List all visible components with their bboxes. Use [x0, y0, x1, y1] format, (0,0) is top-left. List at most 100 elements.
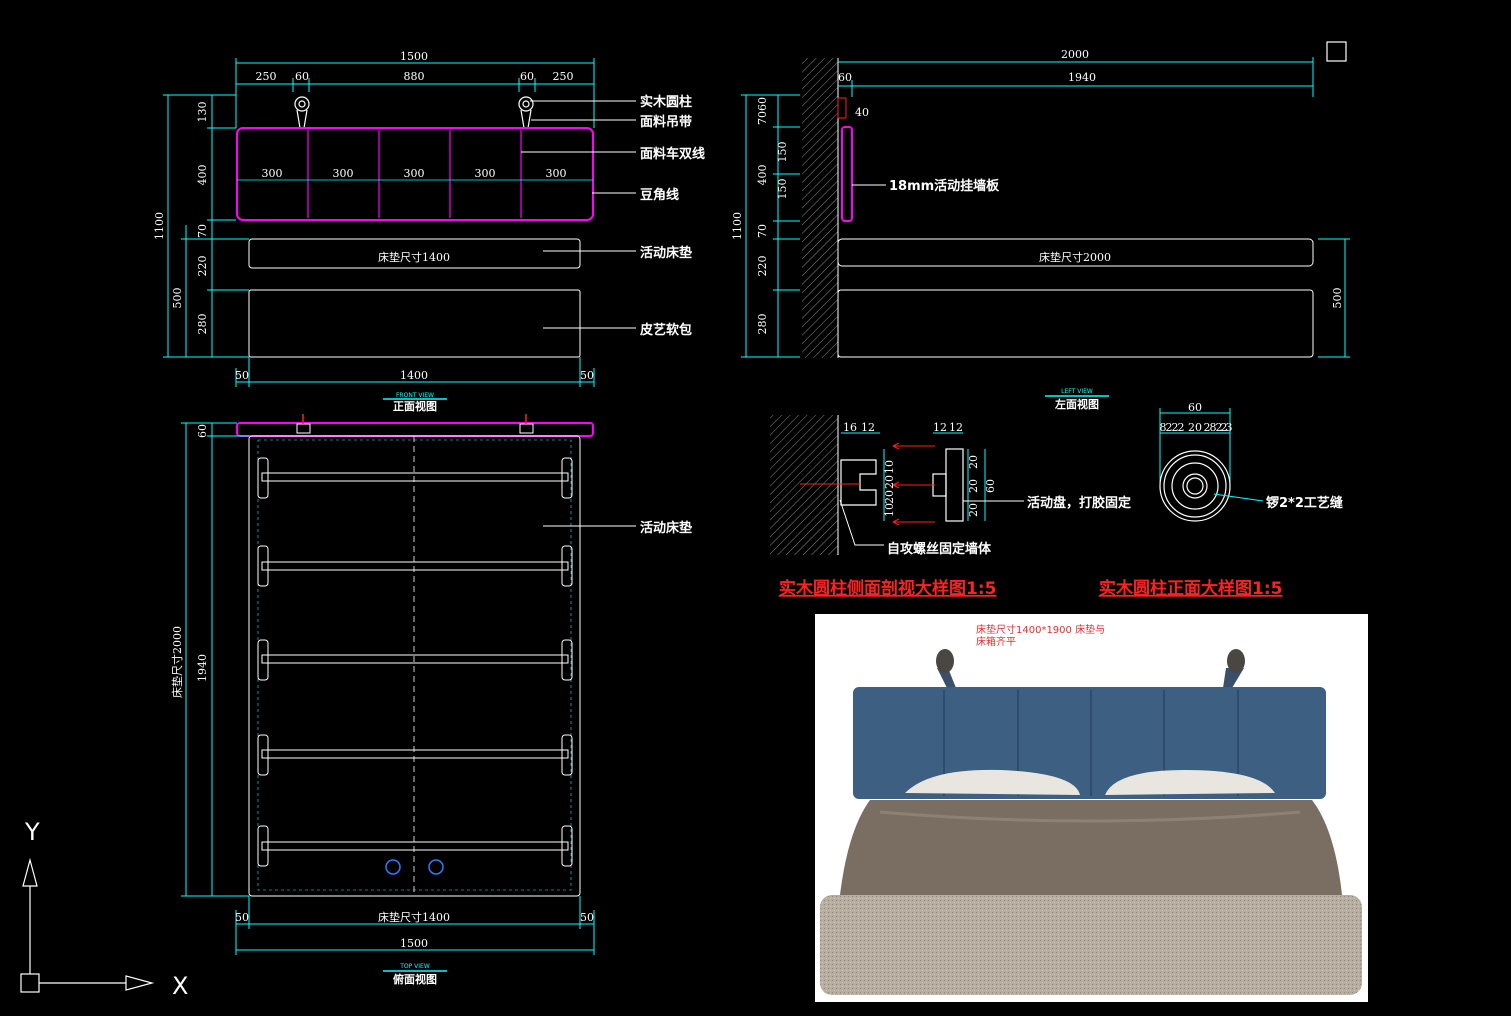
post-front-icon	[1159, 450, 1231, 522]
callout-removable-mattress: 活动床垫	[640, 245, 692, 261]
section-v-dim: 10	[883, 503, 896, 517]
side-left-dim: 220	[756, 256, 769, 277]
photo-note: 床垫尺寸1400*1900 床垫与	[976, 623, 1105, 636]
section-top-dim: 12	[861, 421, 875, 434]
side-caption: 左面视图	[1054, 397, 1099, 411]
front-top-seg-dim: 250	[256, 70, 277, 83]
outlet-icon	[428, 859, 444, 875]
panel-width-dim: 300	[546, 167, 567, 180]
front-left-dim: 400	[196, 165, 209, 186]
front-left-overall-dim: 1100	[153, 212, 166, 240]
front-caption: 正面视图	[393, 399, 437, 413]
side-top-overall-dim: 2000	[1061, 48, 1089, 61]
front-top-seg-dim: 60	[520, 70, 534, 83]
section-v-dim: 20	[883, 490, 896, 504]
side-left-dim: 400	[756, 165, 769, 186]
side-small-dim: 40	[855, 106, 869, 119]
front-left-dim: 70	[196, 224, 209, 238]
post-top-dim: 2	[1172, 421, 1179, 434]
side-left-dim: 150	[776, 179, 789, 200]
front-left-dim: 130	[196, 102, 209, 123]
viewport-box-icon	[1326, 41, 1347, 62]
section-wall-hatch	[770, 415, 838, 555]
front-left-dim: 220	[196, 256, 209, 277]
side-caption-en: LEFT VIEW	[1061, 388, 1093, 395]
callout-piping: 豆角线	[640, 187, 679, 203]
front-mattress-label: 床垫尺寸1400	[378, 250, 450, 264]
wall-hatch	[802, 58, 838, 358]
section-mount-profile	[840, 459, 877, 506]
post-top-dim: 2	[1166, 421, 1173, 434]
panel-width-dim: 300	[262, 167, 283, 180]
section-v-dim: 60	[984, 479, 997, 493]
section-top-dim: 12	[933, 421, 947, 434]
front-bottom-dim: 1400	[400, 369, 428, 382]
bed-reference-image: 床垫尺寸1400*1900 床垫与 床箱齐平	[815, 614, 1368, 1002]
top-bed-outline	[248, 435, 581, 897]
side-mattress-outline	[837, 238, 1314, 267]
post-top-dim: 2	[1216, 421, 1223, 434]
base-outline	[248, 289, 581, 358]
section-detail: 16 12 12 12 10 20 20 10 20 20 20 60 活动盘，…	[770, 415, 1131, 599]
ucs-icon	[20, 857, 155, 993]
ucs-y-label: Y	[24, 818, 40, 846]
side-small-dim: 60	[838, 71, 852, 84]
top-left-dim: 床垫尺寸2000	[170, 626, 184, 698]
post-note-groove: 锣2*2工艺缝	[1266, 495, 1343, 511]
side-right-dim: 500	[1331, 288, 1344, 309]
side-left-dim: 60	[756, 97, 769, 111]
base-photo	[820, 895, 1362, 995]
section-disc	[945, 448, 964, 522]
top-bottom-dim: 50	[235, 911, 249, 924]
mattress-outline	[248, 238, 581, 269]
top-caption-en: TOP VIEW	[399, 963, 430, 970]
section-v-dim: 10	[883, 460, 896, 474]
wall-panel	[841, 126, 853, 222]
callout-wood-post: 实木圆柱	[640, 94, 692, 110]
section-top-dim: 12	[949, 421, 963, 434]
side-top-inner-dim: 1940	[1068, 71, 1096, 84]
front-bottom-dim: 50	[580, 369, 594, 382]
post-detail-title: 实木圆柱正面大样图1:5	[1099, 578, 1282, 599]
top-bottom-overall-dim: 1500	[400, 937, 428, 950]
section-detail-title: 实木圆柱侧面剖视大样图1:5	[779, 578, 996, 599]
front-caption-en: FRONT VIEW	[396, 392, 434, 399]
side-panel-note: 18mm活动挂墙板	[889, 178, 1000, 194]
section-note-glue: 活动盘，打胶固定	[1027, 495, 1131, 511]
top-bottom-dim: 床垫尺寸1400	[378, 910, 450, 924]
post-front-detail: 60 8 2 2 2 20 2 8 2 2 3 锣2*2工艺缝 实木圆柱正面大样…	[1099, 401, 1343, 599]
side-view: 2000 1940 60 40 18mm活动挂墙板 床垫尺寸2000 70	[731, 41, 1350, 411]
side-left-dim: 70	[756, 111, 769, 125]
wall-bracket	[837, 97, 847, 119]
callout-double-stitch: 面料车双线	[640, 146, 705, 162]
post-top-dim: 3	[1226, 421, 1233, 434]
top-left-dim: 60	[196, 424, 209, 438]
front-top-seg-dim: 250	[553, 70, 574, 83]
top-headboard	[236, 422, 594, 437]
front-top-seg-dim: 60	[295, 70, 309, 83]
post-top-dim: 2	[1178, 421, 1185, 434]
section-v-dim: 20	[967, 479, 980, 493]
front-view: 1500 250 60 880 60 250 300 300 300 300	[153, 50, 595, 413]
side-left-dim: 70	[756, 224, 769, 238]
section-top-dim: 16	[843, 421, 857, 434]
post-top-overall-dim: 60	[1188, 401, 1202, 414]
panel-width-dim: 300	[333, 167, 354, 180]
section-v-dim: 20	[967, 503, 980, 517]
section-v-dim: 20	[883, 475, 896, 489]
top-bottom-dim: 50	[580, 911, 594, 924]
side-left-dim: 150	[776, 142, 789, 163]
outlet-icon	[385, 859, 401, 875]
top-caption: 俯面视图	[393, 972, 437, 986]
ucs-x-label: X	[172, 972, 188, 1000]
front-top-overall-dim: 1500	[400, 50, 428, 63]
front-left-dim: 280	[196, 314, 209, 335]
front-left-base-dim: 500	[171, 288, 184, 309]
top-callout: 活动床垫	[640, 520, 692, 536]
side-mattress-label: 床垫尺寸2000	[1039, 250, 1111, 264]
top-left-dim: 1940	[196, 654, 209, 682]
post-top-dim: 2	[1204, 421, 1211, 434]
callout-fabric-strap: 面料吊带	[640, 114, 692, 130]
side-left-dim: 280	[756, 314, 769, 335]
